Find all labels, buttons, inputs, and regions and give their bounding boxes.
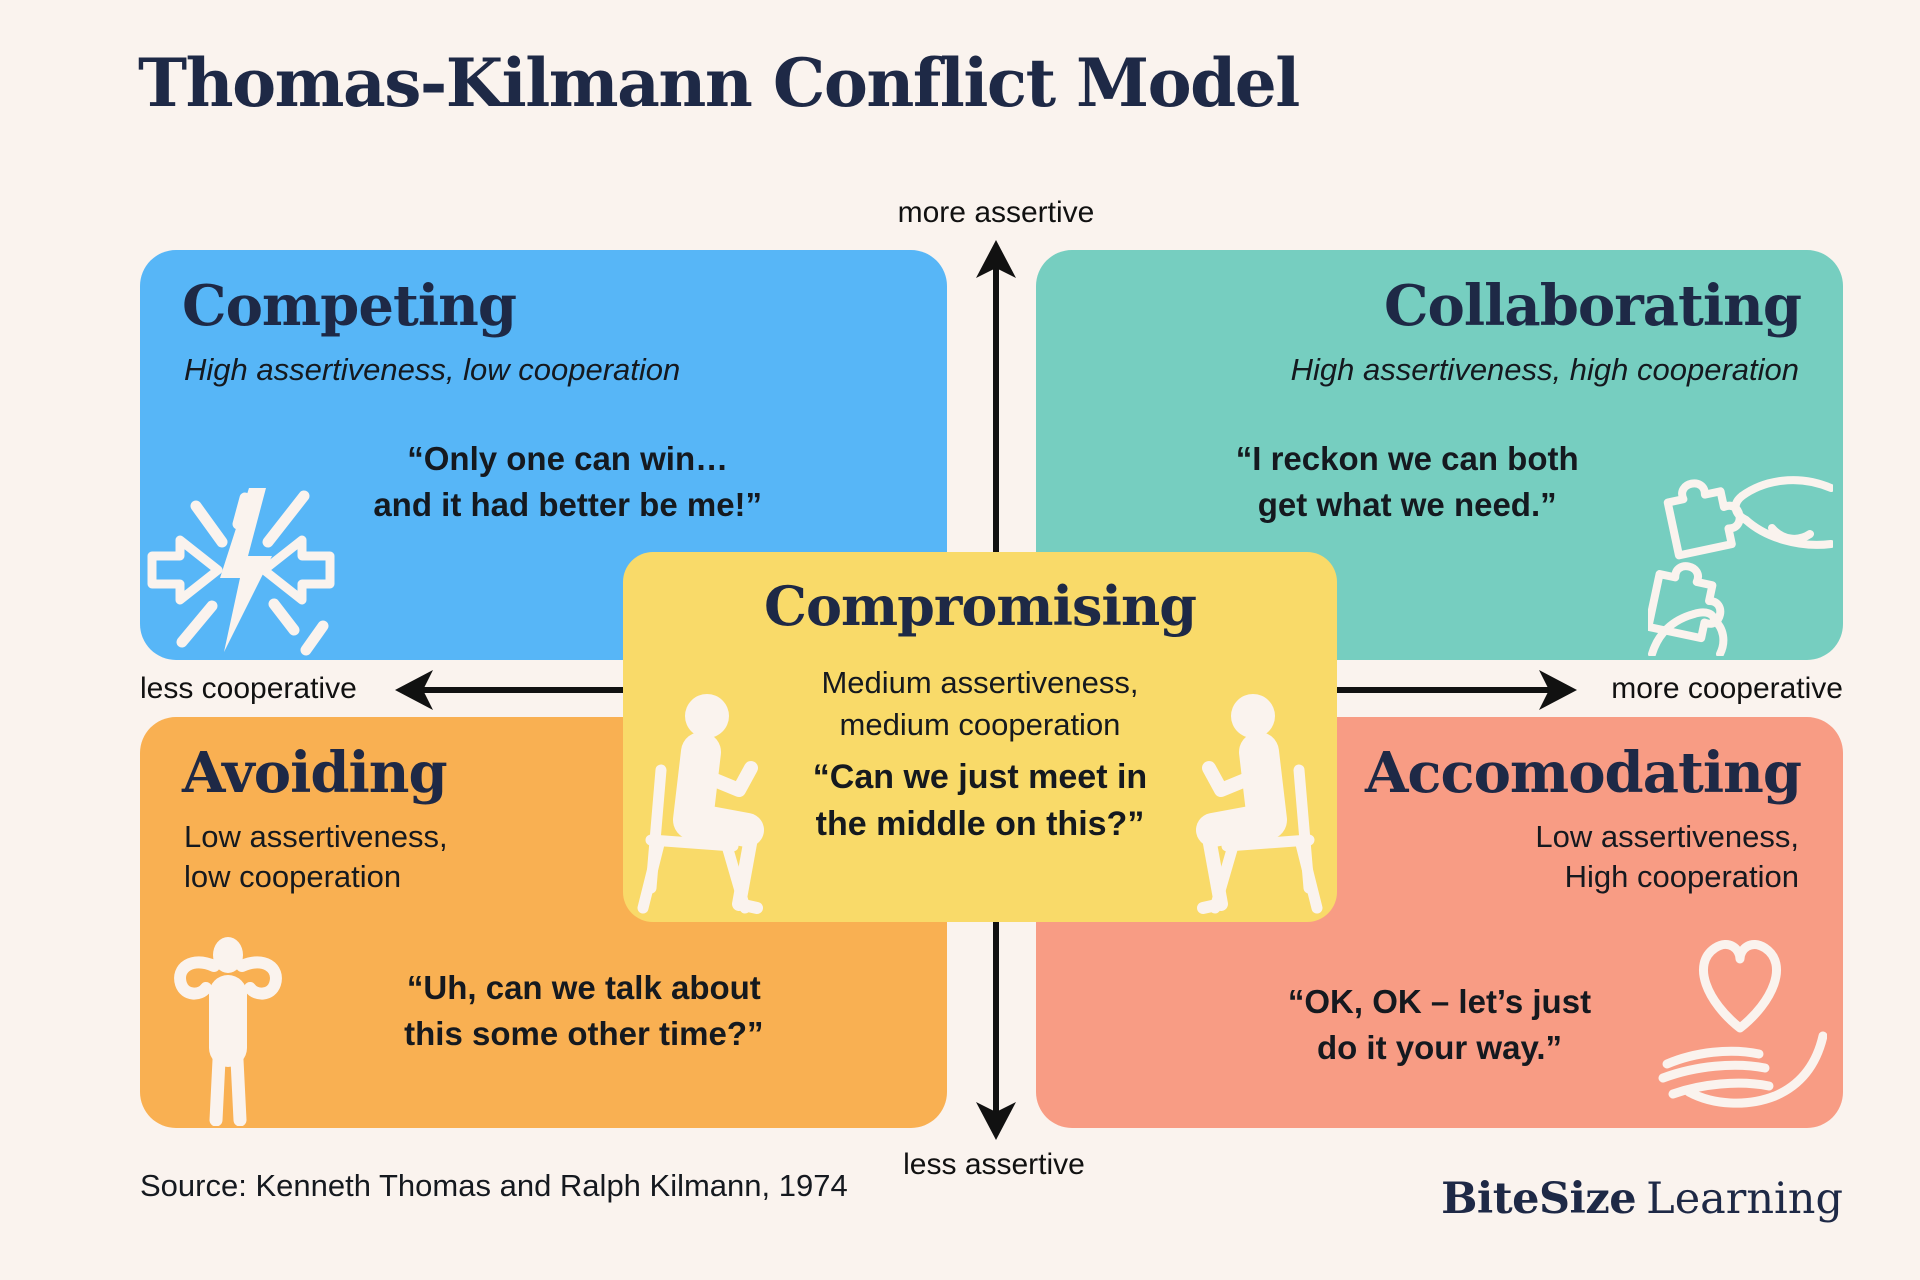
axis-label-more-cooperative: more cooperative bbox=[1611, 672, 1843, 705]
heart-in-hand-icon bbox=[1658, 940, 1827, 1108]
arrowhead-down-icon bbox=[976, 1102, 1016, 1140]
axis-label-more-assertive: more assertive bbox=[897, 196, 1095, 229]
hands-behind-head-icon bbox=[174, 937, 282, 1126]
quadrant-quote: “I reckon we can both get what we need.” bbox=[1235, 440, 1579, 523]
quadrant-title: Collaborating bbox=[1383, 273, 1802, 339]
center-box-compromising: Compromising Medium assertiveness, mediu… bbox=[623, 552, 1337, 922]
page-title: Thomas-Kilmann Conflict Model bbox=[138, 44, 1300, 122]
seated-person-left-icon bbox=[637, 694, 764, 914]
source-attribution: Source: Kenneth Thomas and Ralph Kilmann… bbox=[140, 1168, 848, 1203]
puzzle-hands-icon bbox=[1648, 476, 1833, 656]
quadrant-quote: “OK, OK – let’s just do it your way.” bbox=[1287, 983, 1592, 1066]
arrowhead-up-icon bbox=[976, 240, 1016, 278]
logo-regular-text: Learning bbox=[1646, 1174, 1843, 1224]
quadrant-subtitle: High assertiveness, high cooperation bbox=[1290, 352, 1799, 387]
quadrant-subtitle: Low assertiveness, low cooperation bbox=[184, 819, 448, 894]
quadrant-title: Competing bbox=[182, 273, 517, 339]
axis-label-less-assertive: less assertive bbox=[903, 1148, 1085, 1181]
axis-label-less-cooperative: less cooperative bbox=[140, 672, 357, 705]
center-quote: “Can we just meet in the middle on this?… bbox=[812, 758, 1148, 843]
center-subtitle: Medium assertiveness, medium cooperation bbox=[821, 665, 1139, 742]
quadrant-title: Accomodating bbox=[1364, 740, 1802, 806]
arrowhead-right-icon bbox=[1539, 670, 1577, 710]
quadrant-collaborating: Collaborating High assertiveness, high c… bbox=[1036, 250, 1843, 660]
quadrant-subtitle: Low assertiveness, High cooperation bbox=[1535, 819, 1799, 894]
seated-person-right-icon bbox=[1196, 694, 1323, 914]
quadrant-subtitle: High assertiveness, low cooperation bbox=[184, 352, 681, 387]
collision-icon bbox=[147, 488, 335, 656]
quadrant-title: Avoiding bbox=[182, 740, 448, 806]
center-title: Compromising bbox=[764, 574, 1197, 638]
logo-bold-text: BiteSize bbox=[1441, 1174, 1637, 1224]
quadrant-quote: “Only one can win… and it had better be … bbox=[373, 440, 763, 523]
quadrant-avoiding: Avoiding Low assertiveness, low cooperat… bbox=[140, 717, 947, 1128]
quadrant-quote: “Uh, can we talk about this some other t… bbox=[404, 969, 764, 1052]
arrowhead-left-icon bbox=[395, 670, 433, 710]
